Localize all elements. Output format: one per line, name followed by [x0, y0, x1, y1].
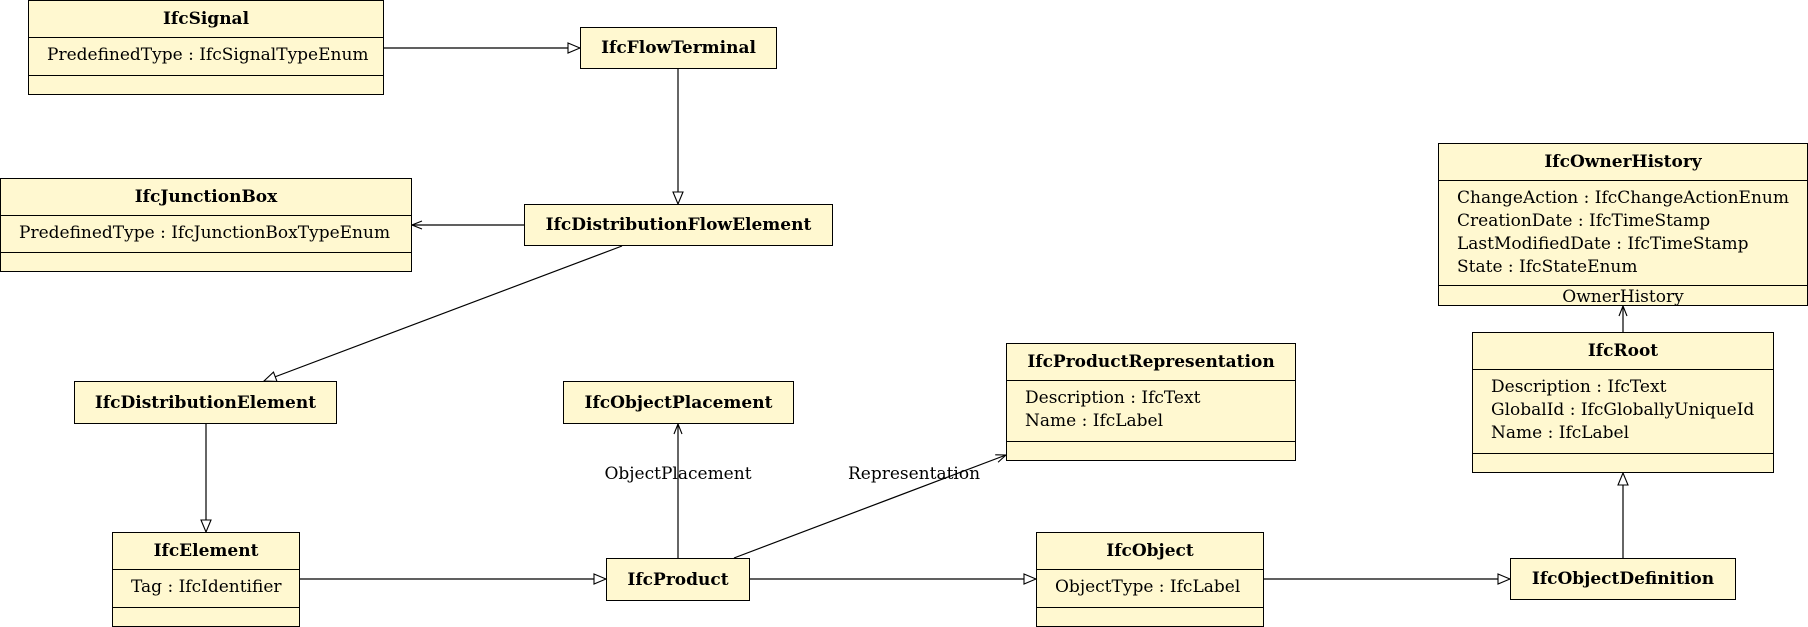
attribute-list: ChangeAction : IfcChangeActionEnum Creat… [1439, 181, 1807, 283]
attribute: Name : IfcLabel [1025, 411, 1164, 431]
class-name: IfcSignal [29, 1, 383, 38]
class-ifc-object-placement[interactable]: IfcObjectPlacement [563, 381, 794, 424]
attribute-list: ObjectType : IfcLabel [1037, 570, 1263, 603]
class-ifc-product-representation[interactable]: IfcProductRepresentation Description : I… [1006, 343, 1296, 461]
attribute: Tag : IfcIdentifier [131, 577, 282, 597]
attribute: GlobalId : IfcGloballyUniqueId [1491, 400, 1755, 420]
attribute: ChangeAction : IfcChangeActionEnum [1457, 188, 1789, 208]
class-name: IfcProductRepresentation [1007, 344, 1295, 381]
attribute: Description : IfcText [1025, 388, 1201, 408]
class-ifc-signal[interactable]: IfcSignal PredefinedType : IfcSignalType… [28, 0, 384, 95]
edge-distflowelement-to-distelement [264, 245, 623, 381]
class-ifc-flow-terminal[interactable]: IfcFlowTerminal [580, 27, 777, 69]
attribute-list: Tag : IfcIdentifier [113, 570, 299, 603]
label-object-placement: ObjectPlacement [604, 464, 751, 484]
attribute: PredefinedType : IfcSignalTypeEnum [47, 45, 369, 65]
class-ifc-object[interactable]: IfcObject ObjectType : IfcLabel [1036, 532, 1264, 627]
class-name: IfcElement [113, 533, 299, 570]
attribute-list: Description : IfcText GlobalId : IfcGlob… [1473, 370, 1773, 449]
class-name: IfcOwnerHistory [1439, 144, 1807, 181]
operations-compartment [1007, 441, 1295, 460]
attribute: Description : IfcText [1491, 377, 1667, 397]
operations-compartment [1473, 453, 1773, 472]
operations-compartment [1439, 285, 1807, 305]
class-ifc-root[interactable]: IfcRoot Description : IfcText GlobalId :… [1472, 332, 1774, 473]
operations-compartment [1037, 607, 1263, 626]
class-ifc-product[interactable]: IfcProduct [606, 558, 750, 601]
class-name: IfcDistributionFlowElement [545, 215, 812, 235]
class-name: IfcFlowTerminal [601, 38, 756, 58]
class-ifc-distribution-flow-element[interactable]: IfcDistributionFlowElement [524, 204, 833, 246]
attribute-list: Description : IfcText Name : IfcLabel [1007, 381, 1295, 437]
class-name: IfcProduct [627, 569, 729, 590]
attribute: LastModifiedDate : IfcTimeStamp [1457, 234, 1749, 254]
attribute: State : IfcStateEnum [1457, 257, 1638, 277]
class-ifc-junction-box[interactable]: IfcJunctionBox PredefinedType : IfcJunct… [0, 178, 412, 272]
attribute: CreationDate : IfcTimeStamp [1457, 211, 1711, 231]
edge-product-to-productrepresentation [733, 455, 1006, 559]
class-ifc-distribution-element[interactable]: IfcDistributionElement [74, 381, 337, 424]
class-ifc-element[interactable]: IfcElement Tag : IfcIdentifier [112, 532, 300, 627]
class-name: IfcObject [1037, 533, 1263, 570]
label-representation: Representation [848, 464, 980, 484]
class-name: IfcJunctionBox [1, 179, 411, 216]
class-name: IfcRoot [1473, 333, 1773, 370]
operations-compartment [29, 75, 383, 94]
attribute-list: PredefinedType : IfcJunctionBoxTypeEnum [1, 216, 411, 249]
operations-compartment [1, 252, 411, 271]
class-name: IfcDistributionElement [94, 392, 317, 413]
class-name: IfcObjectDefinition [1531, 569, 1715, 589]
class-name: IfcObjectPlacement [584, 392, 773, 413]
attribute: ObjectType : IfcLabel [1055, 577, 1241, 597]
attribute: Name : IfcLabel [1491, 423, 1630, 443]
class-ifc-owner-history[interactable]: IfcOwnerHistory ChangeAction : IfcChange… [1438, 143, 1808, 306]
operations-compartment [113, 607, 299, 626]
class-ifc-object-definition[interactable]: IfcObjectDefinition [1510, 558, 1736, 600]
attribute: PredefinedType : IfcJunctionBoxTypeEnum [19, 223, 391, 243]
attribute-list: PredefinedType : IfcSignalTypeEnum [29, 38, 383, 71]
